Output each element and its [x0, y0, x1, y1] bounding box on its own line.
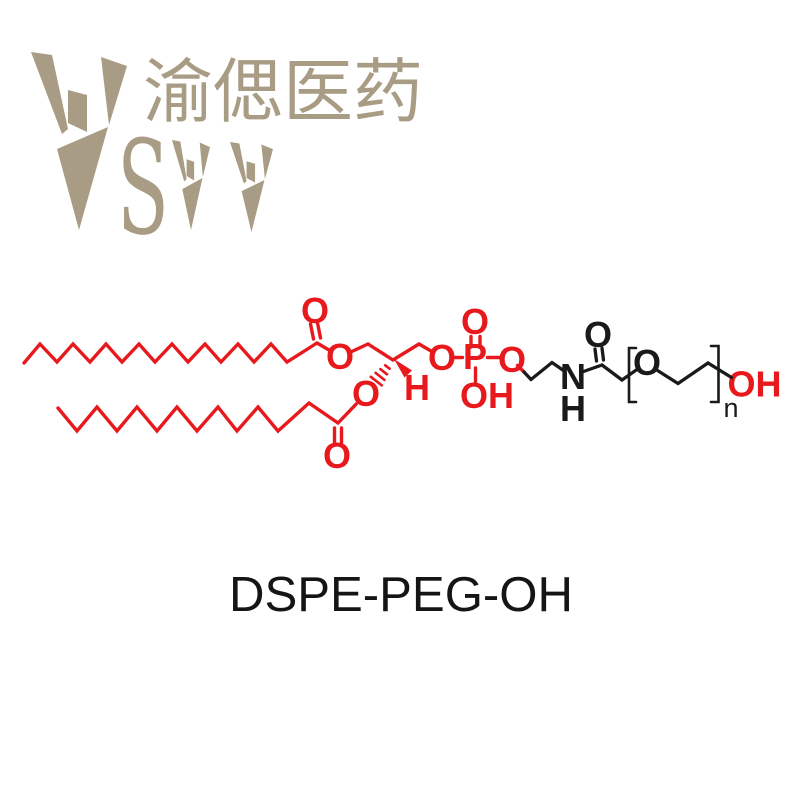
open-bracket	[627, 346, 638, 404]
peg-atom-labels: N H O O n	[560, 314, 739, 429]
amine-hydrogen-label: H	[560, 388, 586, 429]
ester2-oxygen-label: O	[352, 373, 380, 414]
logo-v-small-1-icon	[171, 140, 210, 231]
lipid-atom-labels: O O O O H O P O OH O OH	[301, 290, 782, 476]
peg-bonds	[522, 344, 734, 404]
glycerol-backbone	[366, 342, 421, 363]
repeat-subscript-label: n	[723, 393, 738, 423]
logo-v-large-icon	[31, 52, 127, 230]
ester1-oxygen-label: O	[326, 336, 354, 377]
amine-nitrogen-label: N	[560, 356, 586, 397]
logo-company-name: 渝偲医药	[143, 51, 423, 133]
carbonyl1-oxygen-label: O	[301, 290, 329, 331]
chiral-h-label: H	[404, 367, 430, 408]
amide-oxygen-label: O	[584, 314, 612, 355]
alkyl-chain-1	[22, 341, 319, 365]
phosphorus-label: P	[463, 336, 487, 377]
terminal-hydroxyl-label: OH	[728, 364, 782, 405]
hashed-wedge-bond	[369, 363, 391, 387]
logo-v-small-2-icon	[229, 142, 273, 233]
logo-wordmark-letter: S	[117, 112, 169, 264]
carbonyl2-oxygen-label: O	[323, 435, 351, 476]
phosphate-oxygen-left-label: O	[428, 337, 456, 378]
phosphate-oxygen-right-label: O	[498, 339, 526, 380]
peg-oxygen-label: O	[633, 342, 661, 383]
phosphate-oxygen-top-label: O	[461, 301, 489, 342]
product-name-title: DSPE-PEG-OH	[229, 568, 573, 622]
lipid-bonds	[22, 321, 526, 445]
phosphate-hydroxyl-label: OH	[460, 375, 514, 416]
close-bracket	[709, 344, 720, 404]
bold-wedge-bond	[394, 359, 412, 378]
alkyl-chain-2	[56, 400, 340, 434]
